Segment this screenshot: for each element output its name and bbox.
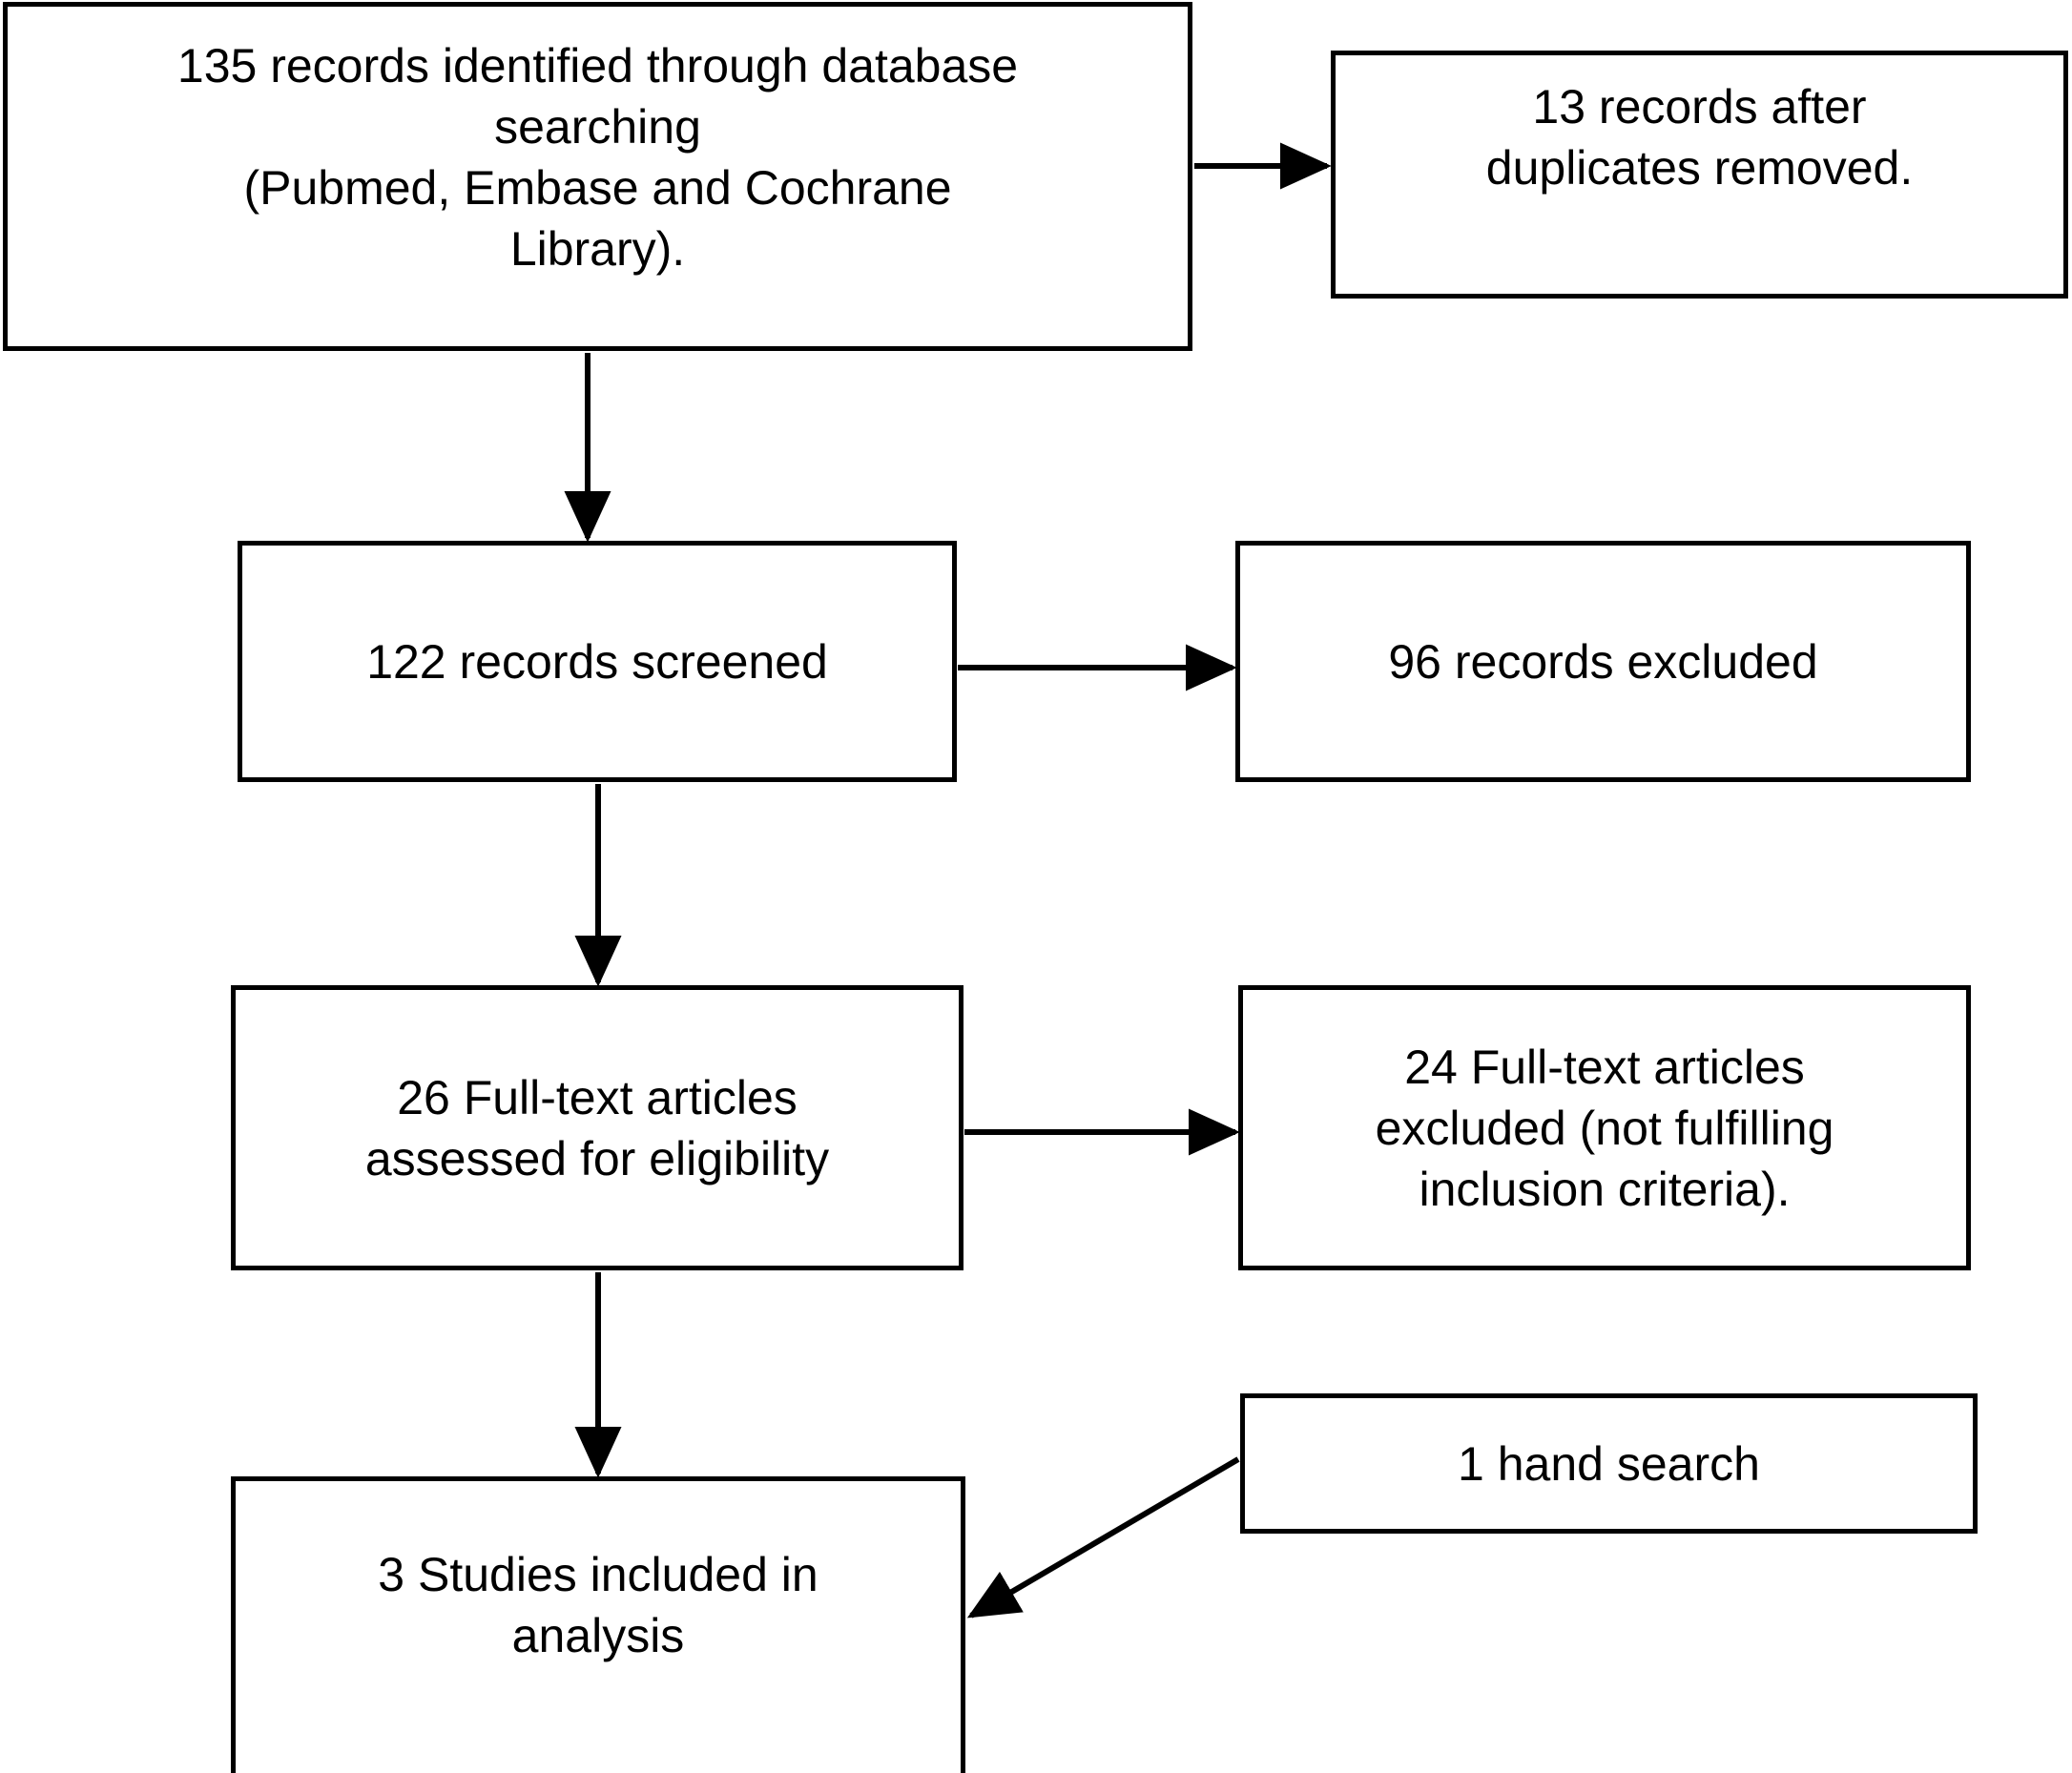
box-records-excluded[interactable]: 96 records excluded (1235, 541, 1971, 782)
box-fulltext-articles-assessed-label: 26 Full-text articles assessed for eligi… (364, 1070, 830, 1185)
box-hand-search-label: 1 hand search (1458, 1436, 1760, 1491)
arrow-handsearch-to-included (966, 1456, 1240, 1618)
box-studies-included-label: 3 Studies included in analysis (378, 1548, 818, 1662)
box-records-screened-label: 122 records screened (366, 634, 828, 689)
box-fulltext-articles-excluded-label: 24 Full-text articles excluded (not fulf… (1375, 1040, 1834, 1216)
box-records-after-duplicates-removed[interactable]: 13 records after duplicates removed. (1331, 51, 2068, 299)
box-records-screened[interactable]: 122 records screened (238, 541, 957, 782)
box-records-identified[interactable]: 135 records identified through database … (3, 2, 1192, 351)
box-fulltext-articles-assessed[interactable]: 26 Full-text articles assessed for eligi… (231, 985, 963, 1270)
box-records-identified-label: 135 records identified through database … (176, 39, 1019, 276)
box-studies-included[interactable]: 3 Studies included in analysis (231, 1476, 965, 1773)
box-records-after-duplicates-removed-label: 13 records after duplicates removed. (1485, 80, 1914, 195)
box-fulltext-articles-excluded[interactable]: 24 Full-text articles excluded (not fulf… (1238, 985, 1971, 1270)
box-records-excluded-label: 96 records excluded (1388, 634, 1818, 689)
box-hand-search[interactable]: 1 hand search (1240, 1393, 1978, 1534)
